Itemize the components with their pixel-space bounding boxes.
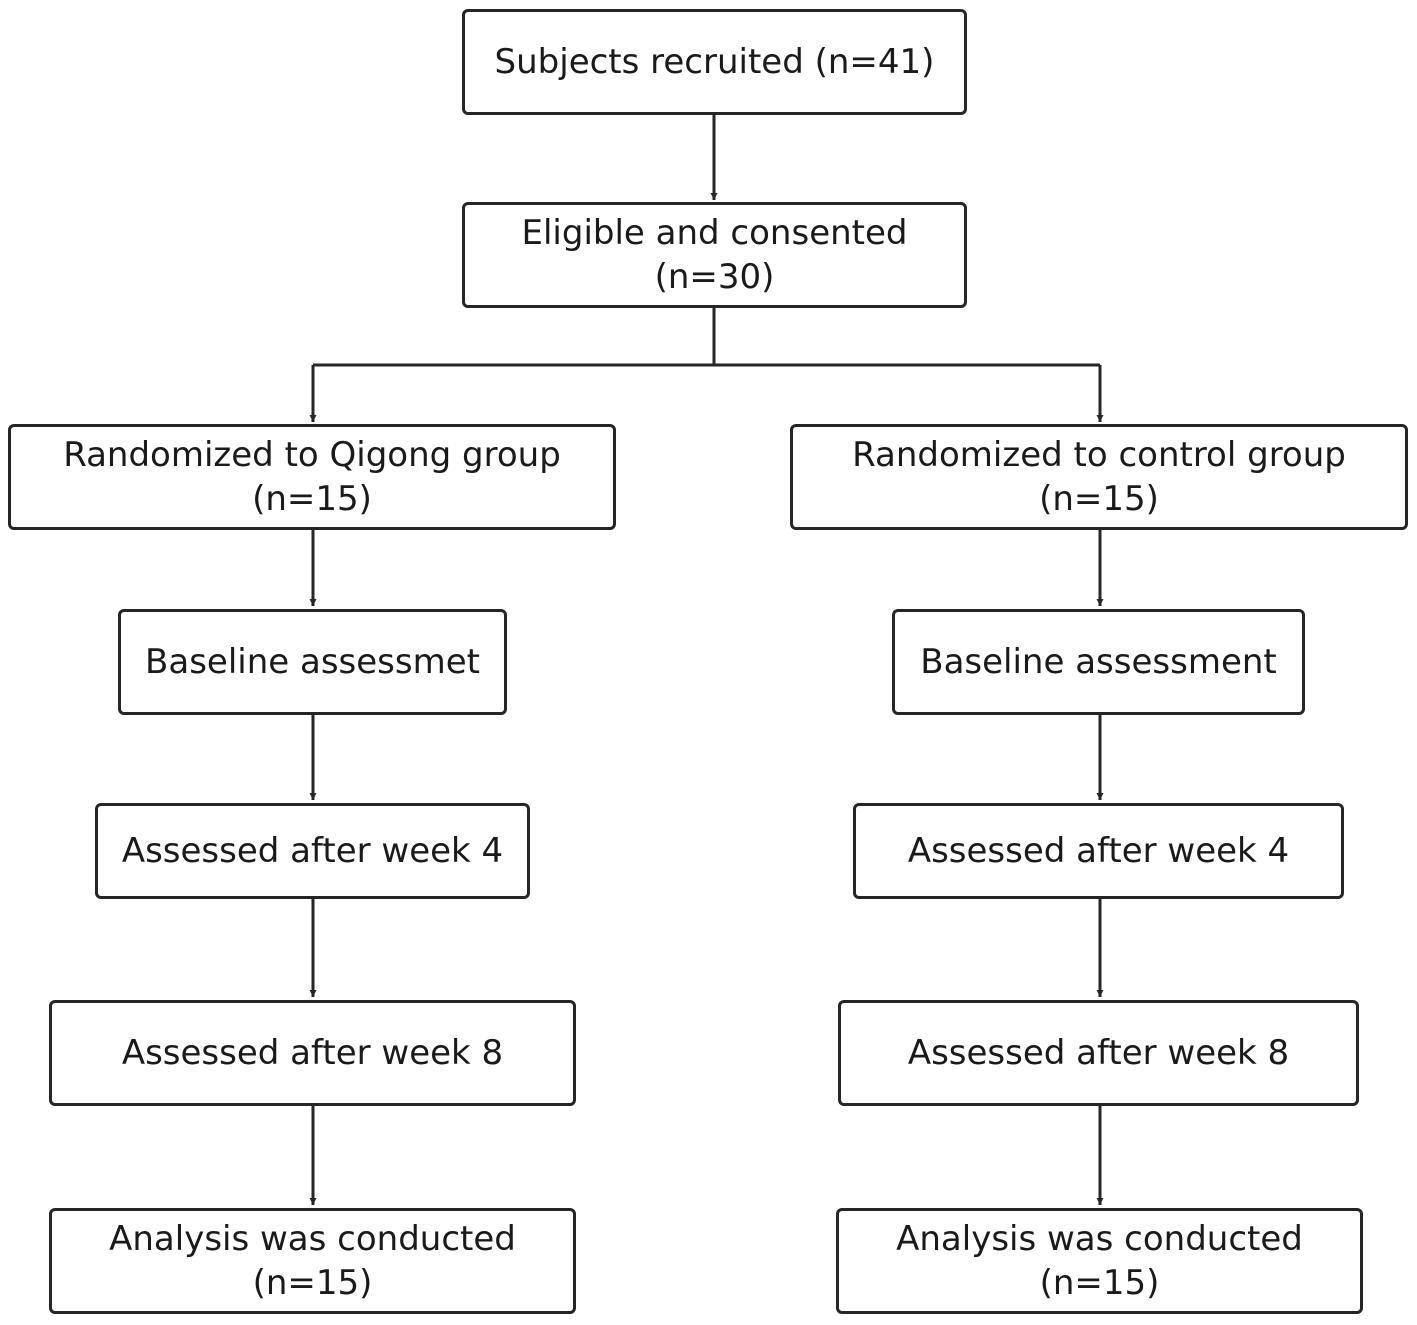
- box-control-analysis-label: Analysis was conducted: [896, 1219, 1303, 1259]
- box-subjects-recruited: Subjects recruited (n=41): [462, 9, 967, 115]
- box-control-randomized-label: Randomized to control group: [852, 435, 1346, 475]
- box-control-baseline-label: Baseline assessment: [920, 642, 1277, 682]
- box-qigong-week8: Assessed after week 8: [49, 1000, 576, 1106]
- box-control-baseline: Baseline assessment: [892, 609, 1305, 715]
- box-qigong-randomized-label: Randomized to Qigong group: [63, 435, 561, 475]
- box-control-week8: Assessed after week 8: [838, 1000, 1359, 1106]
- box-control-randomized-count: (n=15): [1039, 479, 1159, 519]
- box-qigong-baseline: Baseline assessmet: [118, 609, 507, 715]
- box-control-analysis-count: (n=15): [1039, 1263, 1160, 1303]
- box-qigong-analysis-count: (n=15): [252, 1263, 373, 1303]
- box-control-analysis: Analysis was conducted (n=15): [836, 1208, 1363, 1314]
- box-control-week4: Assessed after week 4: [853, 803, 1344, 899]
- box-control-week8-label: Assessed after week 8: [907, 1033, 1290, 1073]
- box-qigong-randomized-count: (n=15): [252, 479, 372, 519]
- box-eligible-consented-label: Eligible and consented: [521, 213, 908, 253]
- box-qigong-analysis-label: Analysis was conducted: [109, 1219, 516, 1259]
- box-qigong-randomized: Randomized to Qigong group (n=15): [8, 424, 616, 530]
- box-control-randomized: Randomized to control group (n=15): [790, 424, 1408, 530]
- box-qigong-analysis: Analysis was conducted (n=15): [49, 1208, 576, 1314]
- box-eligible-consented-count: (n=30): [654, 257, 775, 297]
- box-eligible-consented: Eligible and consented (n=30): [462, 202, 967, 308]
- box-qigong-week4-label: Assessed after week 4: [121, 831, 504, 871]
- box-qigong-baseline-label: Baseline assessmet: [145, 642, 480, 682]
- box-subjects-recruited-label: Subjects recruited (n=41): [494, 42, 935, 82]
- box-qigong-week4: Assessed after week 4: [95, 803, 530, 899]
- box-qigong-week8-label: Assessed after week 8: [121, 1033, 504, 1073]
- box-control-week4-label: Assessed after week 4: [907, 831, 1290, 871]
